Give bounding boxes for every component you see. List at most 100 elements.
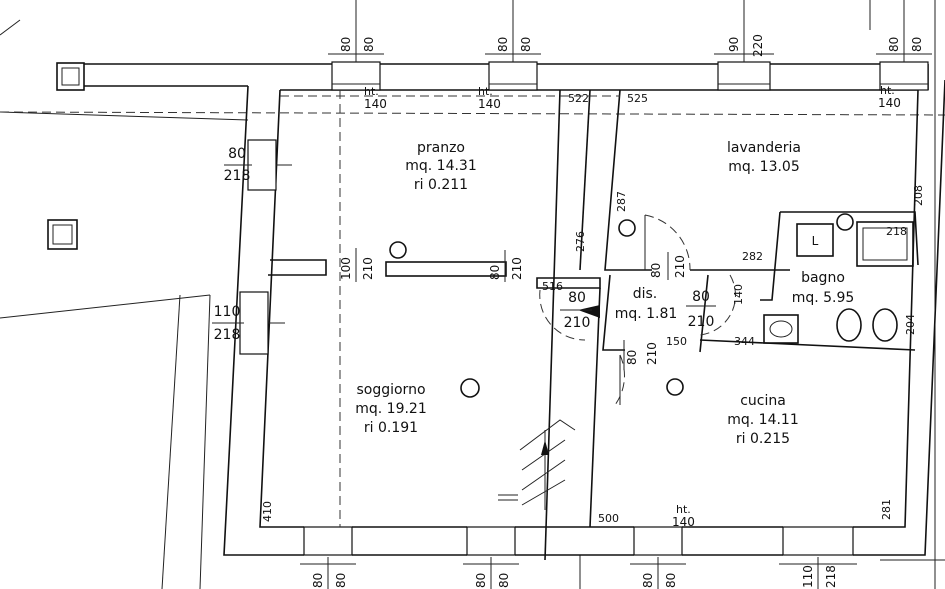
staircase [498,419,576,510]
room-cucina-ri: ri 0.215 [736,431,790,447]
bottom-opening-1-width: 80 [311,573,325,588]
room-labels: pranzo mq. 14.31 ri 0.211 lavanderia mq.… [355,140,854,447]
door-3-width: 80 [568,290,586,306]
sill-value-2: 140 [478,97,501,111]
dim-150: 150 [666,335,687,348]
top-opening-2-height: 80 [519,37,533,52]
room-cucina-area: mq. 14.11 [727,412,799,428]
door-5-height: 210 [688,314,715,330]
sill-value-1: 140 [364,97,387,111]
room-pranzo-ri: ri 0.211 [414,177,468,193]
room-pranzo-name: pranzo [417,140,465,156]
dim-218: 218 [886,225,907,238]
room-bagno-area: mq. 5.95 [792,290,855,306]
top-opening-1-width: 80 [339,37,353,52]
dim-344: 344 [734,335,755,348]
dim-410: 410 [261,501,274,522]
bottom-dimension-ticks [300,557,857,589]
bottom-opening-labels: 80 80 80 80 80 80 110 218 [311,565,838,588]
windows-left [239,139,292,355]
bathroom-fixtures: L [763,221,914,344]
left-opening-1-height: 218 [224,168,251,184]
sill-value-4: 140 [672,515,695,529]
bottom-opening-1-height: 80 [334,573,348,588]
bottom-opening-3-height: 80 [664,573,678,588]
left-opening-2-height: 218 [214,327,241,343]
room-soggiorno-name: soggiorno [356,382,425,398]
room-soggiorno-area: mq. 19.21 [355,401,427,417]
door-4-height: 210 [673,255,687,278]
door-6-height: 210 [645,342,659,365]
door-swings [539,214,736,406]
dim-282: 282 [742,250,763,263]
bottom-opening-3-width: 80 [641,573,655,588]
bottom-opening-2-height: 80 [497,573,511,588]
bottom-opening-4-width: 110 [801,565,815,588]
dim-522: 522 [568,92,589,105]
top-opening-2-width: 80 [496,37,510,52]
left-opening-2-width: 110 [214,304,241,320]
door-2-height: 210 [510,257,524,280]
room-dis-name: dis. [633,286,658,302]
top-opening-4-width: 80 [887,37,901,52]
door-2-width: 80 [488,265,502,280]
dim-525: 525 [627,92,648,105]
room-soggiorno-ri: ri 0.191 [364,420,418,436]
bidet-icon [836,308,862,342]
door-4-width: 80 [649,263,663,278]
pillar-marks [47,62,85,250]
dim-287: 287 [615,191,628,212]
dim-204: 204 [904,314,917,335]
door-1-width: 100 [339,257,353,280]
sink-icon [763,314,799,344]
interior-walls [268,89,919,561]
sill-label-4: ht. [676,503,691,516]
room-lavanderia-area: mq. 13.05 [728,159,800,175]
top-opening-3-height: 220 [751,34,765,57]
sill-label-3: ht. [880,84,895,97]
dim-281: 281 [880,499,893,520]
left-opening-labels: 80 218 110 218 [212,146,252,343]
sill-height-labels: ht. 140 ht. 140 ht. 140 ht. 140 [364,84,901,529]
sill-label-2: ht. [478,85,493,98]
dim-208: 208 [912,185,925,206]
room-bagno-name: bagno [801,270,845,286]
windows-bottom [303,526,854,556]
bottom-opening-2-width: 80 [474,573,488,588]
shower-tray-icon [856,221,914,267]
top-opening-3-width: 90 [727,37,741,52]
washer-label: L [812,234,819,248]
room-lavanderia-name: lavanderia [727,140,801,156]
beam-lines [280,90,620,527]
exterior-walls [84,63,945,556]
dim-140: 140 [732,284,745,305]
sill-value-3: 140 [878,96,901,110]
top-opening-labels: 80 80 80 80 90 220 80 80 [339,34,924,57]
left-opening-1-width: 80 [228,146,246,162]
windows-top [331,61,929,91]
ceiling-lights [389,213,854,398]
door-5-width: 80 [692,289,710,305]
pillar-square [47,219,78,250]
toilet-icon [872,308,898,342]
room-pranzo-area: mq. 14.31 [405,158,477,174]
sill-label-1: ht. [364,85,379,98]
pillar-square [56,62,85,91]
top-dimension-ticks [328,0,932,62]
door-1-height: 210 [361,257,375,280]
top-opening-1-height: 80 [362,37,376,52]
door-3-height: 210 [564,315,591,331]
bottom-opening-4-height: 218 [824,565,838,588]
wall-dimension-labels: 522 525 287 276 208 218 282 516 140 204 … [261,92,925,525]
dim-500: 500 [598,512,619,525]
washing-machine-icon [796,223,834,257]
dim-276: 276 [574,231,587,252]
top-opening-4-height: 80 [910,37,924,52]
room-cucina-name: cucina [740,393,786,409]
inner-door-labels: 100 210 80 210 80 210 80 210 80 210 80 2… [339,248,716,370]
door-6-width: 80 [625,350,639,365]
room-dis-area: mq. 1.81 [615,306,678,322]
dim-516: 516 [542,280,563,293]
